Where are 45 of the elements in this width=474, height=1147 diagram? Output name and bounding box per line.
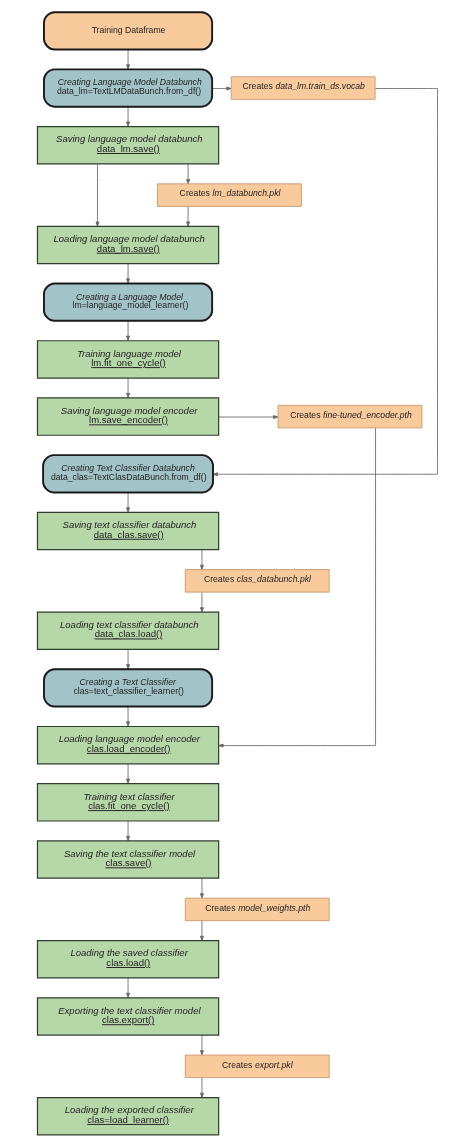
arrow xyxy=(125,263,130,284)
arrow xyxy=(125,492,130,513)
arrow xyxy=(125,977,130,998)
arrow xyxy=(185,163,190,185)
node-box: Creates clas_databunch.pkl xyxy=(184,569,330,593)
node-box: Loading language model encoder clas.load_encoder() xyxy=(36,725,219,765)
node-box: Loading the exported classifier clas=load_learner() xyxy=(36,1096,219,1136)
arrow xyxy=(199,549,204,570)
node-box: Loading text classifier databunch data_clas.load() xyxy=(36,611,219,650)
arrow xyxy=(125,706,130,727)
arrow xyxy=(212,88,438,477)
node-box: Creates data_lm.train_ds.vocab xyxy=(230,76,376,100)
node-box: Training language model lm.fit_one_cycle() xyxy=(36,340,219,379)
arrow xyxy=(217,427,376,748)
node-box: Training text classifier clas.fit_one_cycle() xyxy=(36,783,219,822)
node-box: Loading language model databunch data_lm.save() xyxy=(36,225,219,265)
arrow xyxy=(199,920,204,941)
node-box: Saving language model databunch data_lm.save() xyxy=(36,126,219,165)
arrow xyxy=(125,320,130,341)
node-box: Creates export.pkl xyxy=(184,1054,330,1079)
node-box: Creating a Text Classifier clas=text_classifier_learner() xyxy=(42,668,213,708)
node-box: Saving the text classifier model clas.save() xyxy=(36,840,219,879)
arrow xyxy=(125,106,130,127)
arrow xyxy=(185,206,190,227)
node-box: Creating Text Classifier Databunch data_clas=TextClasDataBunch.from_df() xyxy=(41,454,214,494)
node-box: Creating a Language Model lm=language_model_learner() xyxy=(42,282,213,322)
arrow xyxy=(199,1077,204,1098)
arrow xyxy=(199,878,204,899)
arrow xyxy=(125,820,130,842)
arrow xyxy=(125,49,130,70)
arrow xyxy=(95,163,99,227)
arrow xyxy=(218,415,278,419)
node-box: Training Dataframe xyxy=(42,11,213,51)
node-box: Exporting the text classifier model clas.export() xyxy=(36,997,219,1036)
node-box: Saving text classifier databunch data_clas.save() xyxy=(36,511,219,551)
arrow xyxy=(125,649,130,670)
arrow xyxy=(125,763,130,784)
node-box: Creates model_weights.pth xyxy=(184,897,330,922)
arrow xyxy=(211,86,232,91)
node-box: Creating Language Model Databunch data_lm=TextLMDataBunch.from_df() xyxy=(42,68,213,108)
node-box: Creates fine-tuned_encoder.pth xyxy=(277,404,422,429)
arrow xyxy=(199,591,204,613)
node-box: Saving language model encoder lm.save_encoder() xyxy=(36,397,219,436)
node-box: Creates lm_databunch.pkl xyxy=(156,183,302,207)
node-box: Loading the saved classifier clas.load() xyxy=(36,940,219,979)
